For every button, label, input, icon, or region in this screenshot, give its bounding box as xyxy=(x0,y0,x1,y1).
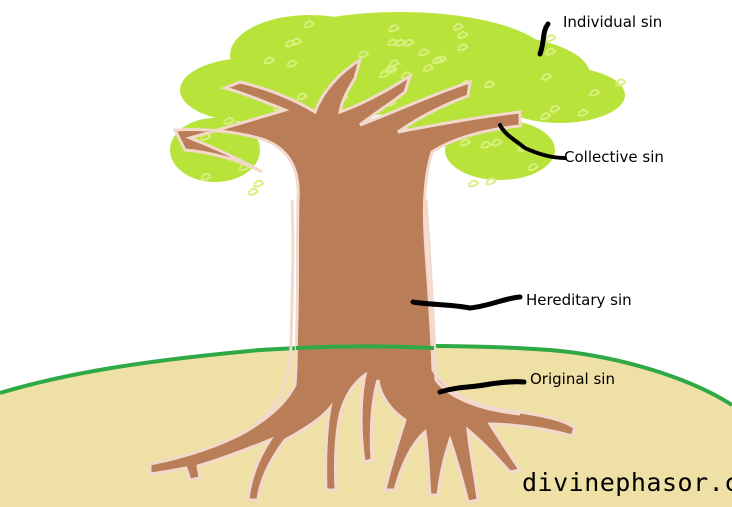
label-hereditary-sin: Hereditary sin xyxy=(526,291,632,309)
pointer-original xyxy=(437,379,527,395)
label-individual-sin: Individual sin xyxy=(563,13,663,31)
leaf-stroke xyxy=(549,104,561,113)
leaf-stroke xyxy=(290,37,303,46)
leaf-stroke xyxy=(459,138,472,147)
leaf-stroke xyxy=(490,138,503,147)
leaf-stroke xyxy=(222,117,235,125)
leaf-stroke xyxy=(378,70,391,79)
label-collective-sin: Collective sin xyxy=(564,148,664,166)
tree-trunk xyxy=(148,56,577,504)
leaf-stroke xyxy=(394,38,407,47)
leaf-stroke xyxy=(526,163,539,172)
leaf-stroke xyxy=(456,31,469,39)
pointer-collective xyxy=(498,123,567,160)
trunk-highlight xyxy=(254,199,295,427)
leaf-stroke xyxy=(540,72,553,81)
leaf-stroke xyxy=(452,22,465,31)
leaf-stroke xyxy=(296,92,308,101)
trunk-shape xyxy=(148,56,577,504)
leaf-stroke xyxy=(479,140,492,149)
leaf-stroke xyxy=(431,56,444,65)
leaf-stroke xyxy=(384,64,397,73)
leaf-stroke xyxy=(285,59,298,68)
leaf-stroke xyxy=(544,47,557,56)
leaf-stroke xyxy=(263,56,276,65)
leaf-stroke xyxy=(303,20,315,29)
leaf-stroke xyxy=(483,80,496,89)
trunk-highlight-right xyxy=(424,199,521,416)
label-original-sin: Original sin xyxy=(530,370,615,388)
leaf-stroke xyxy=(456,43,469,52)
leaf-stroke xyxy=(577,108,590,117)
leaf-stroke xyxy=(588,88,601,97)
leaf-stroke xyxy=(467,179,480,188)
leaf-stroke xyxy=(614,78,627,87)
leaf-stroke xyxy=(284,39,297,48)
leaf-stroke xyxy=(388,24,400,33)
leaf-stroke xyxy=(544,34,557,43)
leaf-stroke xyxy=(417,48,430,57)
leaf-stroke xyxy=(200,172,212,181)
trunk-grass-line xyxy=(295,344,435,350)
leaf-stroke xyxy=(435,55,448,64)
leaf-stroke xyxy=(422,63,435,72)
leaf-stroke xyxy=(252,179,265,188)
leaf-stroke xyxy=(402,38,415,47)
leaf-stroke xyxy=(357,50,370,59)
site-watermark: divinephasor.com xyxy=(522,468,732,497)
leaf-stroke xyxy=(485,177,498,186)
leaf-stroke xyxy=(539,112,552,121)
leaf-stroke xyxy=(388,59,401,68)
pointer-individual xyxy=(537,21,551,57)
pointer-hereditary xyxy=(410,294,523,311)
leaf-cluster xyxy=(495,67,625,123)
leaf-stroke xyxy=(247,187,260,196)
